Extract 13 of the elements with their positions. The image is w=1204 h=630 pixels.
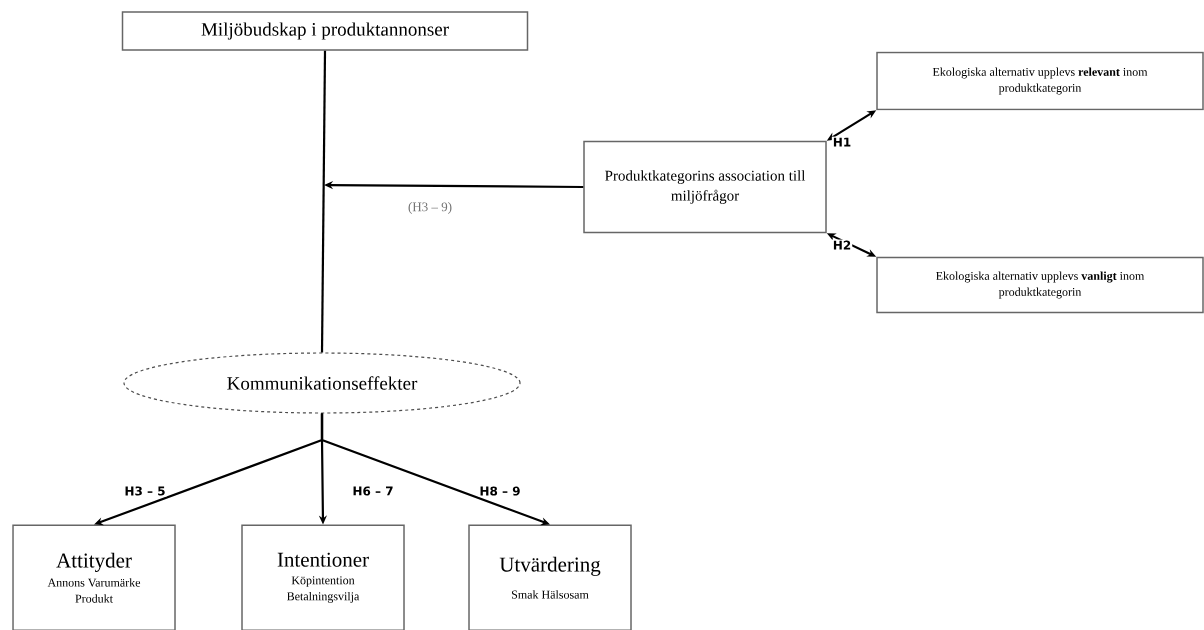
process-box: Attityder Annons Varumärke Produkt [12, 524, 176, 630]
edge-label: H3 – 5 [123, 485, 167, 497]
process-box: Utvärdering Smak Hälsosam [468, 524, 632, 630]
edge-label: (H3 – 9) [407, 201, 454, 215]
process-box: Ekologiska alternativ upplevs vanligt inom produktkategorin [876, 256, 1204, 314]
process-box: Ekologiska alternativ upplevs relevant inom produktkategorin [876, 51, 1204, 111]
edge-label: H2 [831, 239, 853, 251]
process-box: Miljöbudskap i produktannonser [121, 11, 529, 51]
edge-label: H8 – 9 [478, 485, 522, 497]
edge-label: H1 [831, 136, 853, 148]
process-box: Produktkategorins association till miljöfrågor [583, 140, 827, 234]
process-box: Intentioner Köpintention Betalningsvilja [241, 524, 405, 630]
edge-label: H6 – 7 [351, 485, 395, 497]
